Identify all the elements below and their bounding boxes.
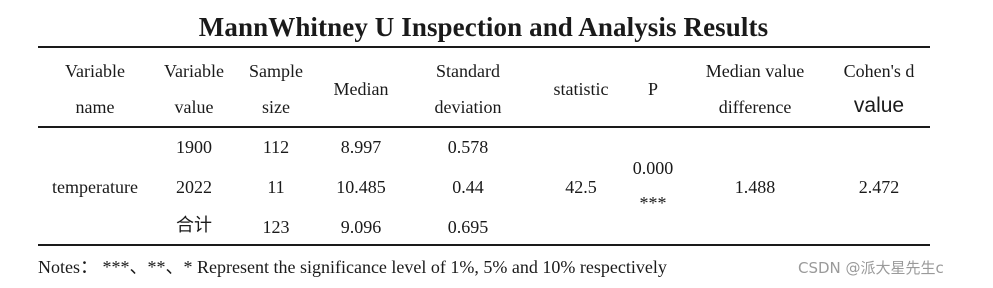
cell-row3-sample-size: 123 [262,217,290,237]
cell-row1-sample-size: 112 [262,137,290,157]
cell-row2-sample-size: 11 [267,177,285,197]
top-rule [38,46,930,48]
header-median-diff-line1: Median value [705,61,805,81]
header-variable-value-line1: Variable [164,61,224,81]
header-sample-size-line2: size [262,97,290,117]
header-rule [38,126,930,128]
cell-row3-std-dev: 0.695 [447,217,489,237]
header-cohens-d-line2: value [853,94,905,117]
header-std-dev-line1: Standard [436,61,500,81]
cell-row1-std-dev: 0.578 [447,137,489,157]
header-statistic: statistic [553,79,609,99]
cell-row3-value: 合计 [176,215,212,236]
header-cohens-d-line1: Cohen's d [843,61,915,81]
cell-statistic: 42.5 [565,177,597,197]
cell-p-stars: *** [639,193,667,213]
header-std-dev-line2: deviation [434,97,502,117]
header-sample-size-line1: Sample [249,61,303,81]
cell-row1-value: 1900 [176,137,212,157]
cell-p-value: 0.000 [632,158,674,178]
cell-row1-median: 8.997 [340,137,382,157]
header-p: P [647,79,658,99]
cell-row2-value: 2022 [176,177,212,197]
header-variable-name-line2: name [75,97,115,117]
cell-median-diff: 1.488 [734,177,776,197]
cell-row2-std-dev: 0.44 [452,177,484,197]
header-variable-value-line2: value [174,97,214,117]
cell-row2-median: 10.485 [336,177,386,197]
cell-cohens-d: 2.472 [858,177,900,197]
header-median: Median [333,79,389,99]
cell-row3-median: 9.096 [340,217,382,237]
table-title: MannWhitney U Inspection and Analysis Re… [198,12,769,42]
csdn-watermark: CSDN @派大星先生c [798,259,944,277]
table-notes: Notes： ***、**、* Represent the significan… [38,257,667,277]
header-variable-name-line1: Variable [65,61,125,81]
header-median-diff-line2: difference [718,97,792,117]
cell-variable-name: temperature [52,177,138,197]
bottom-rule [38,244,930,246]
